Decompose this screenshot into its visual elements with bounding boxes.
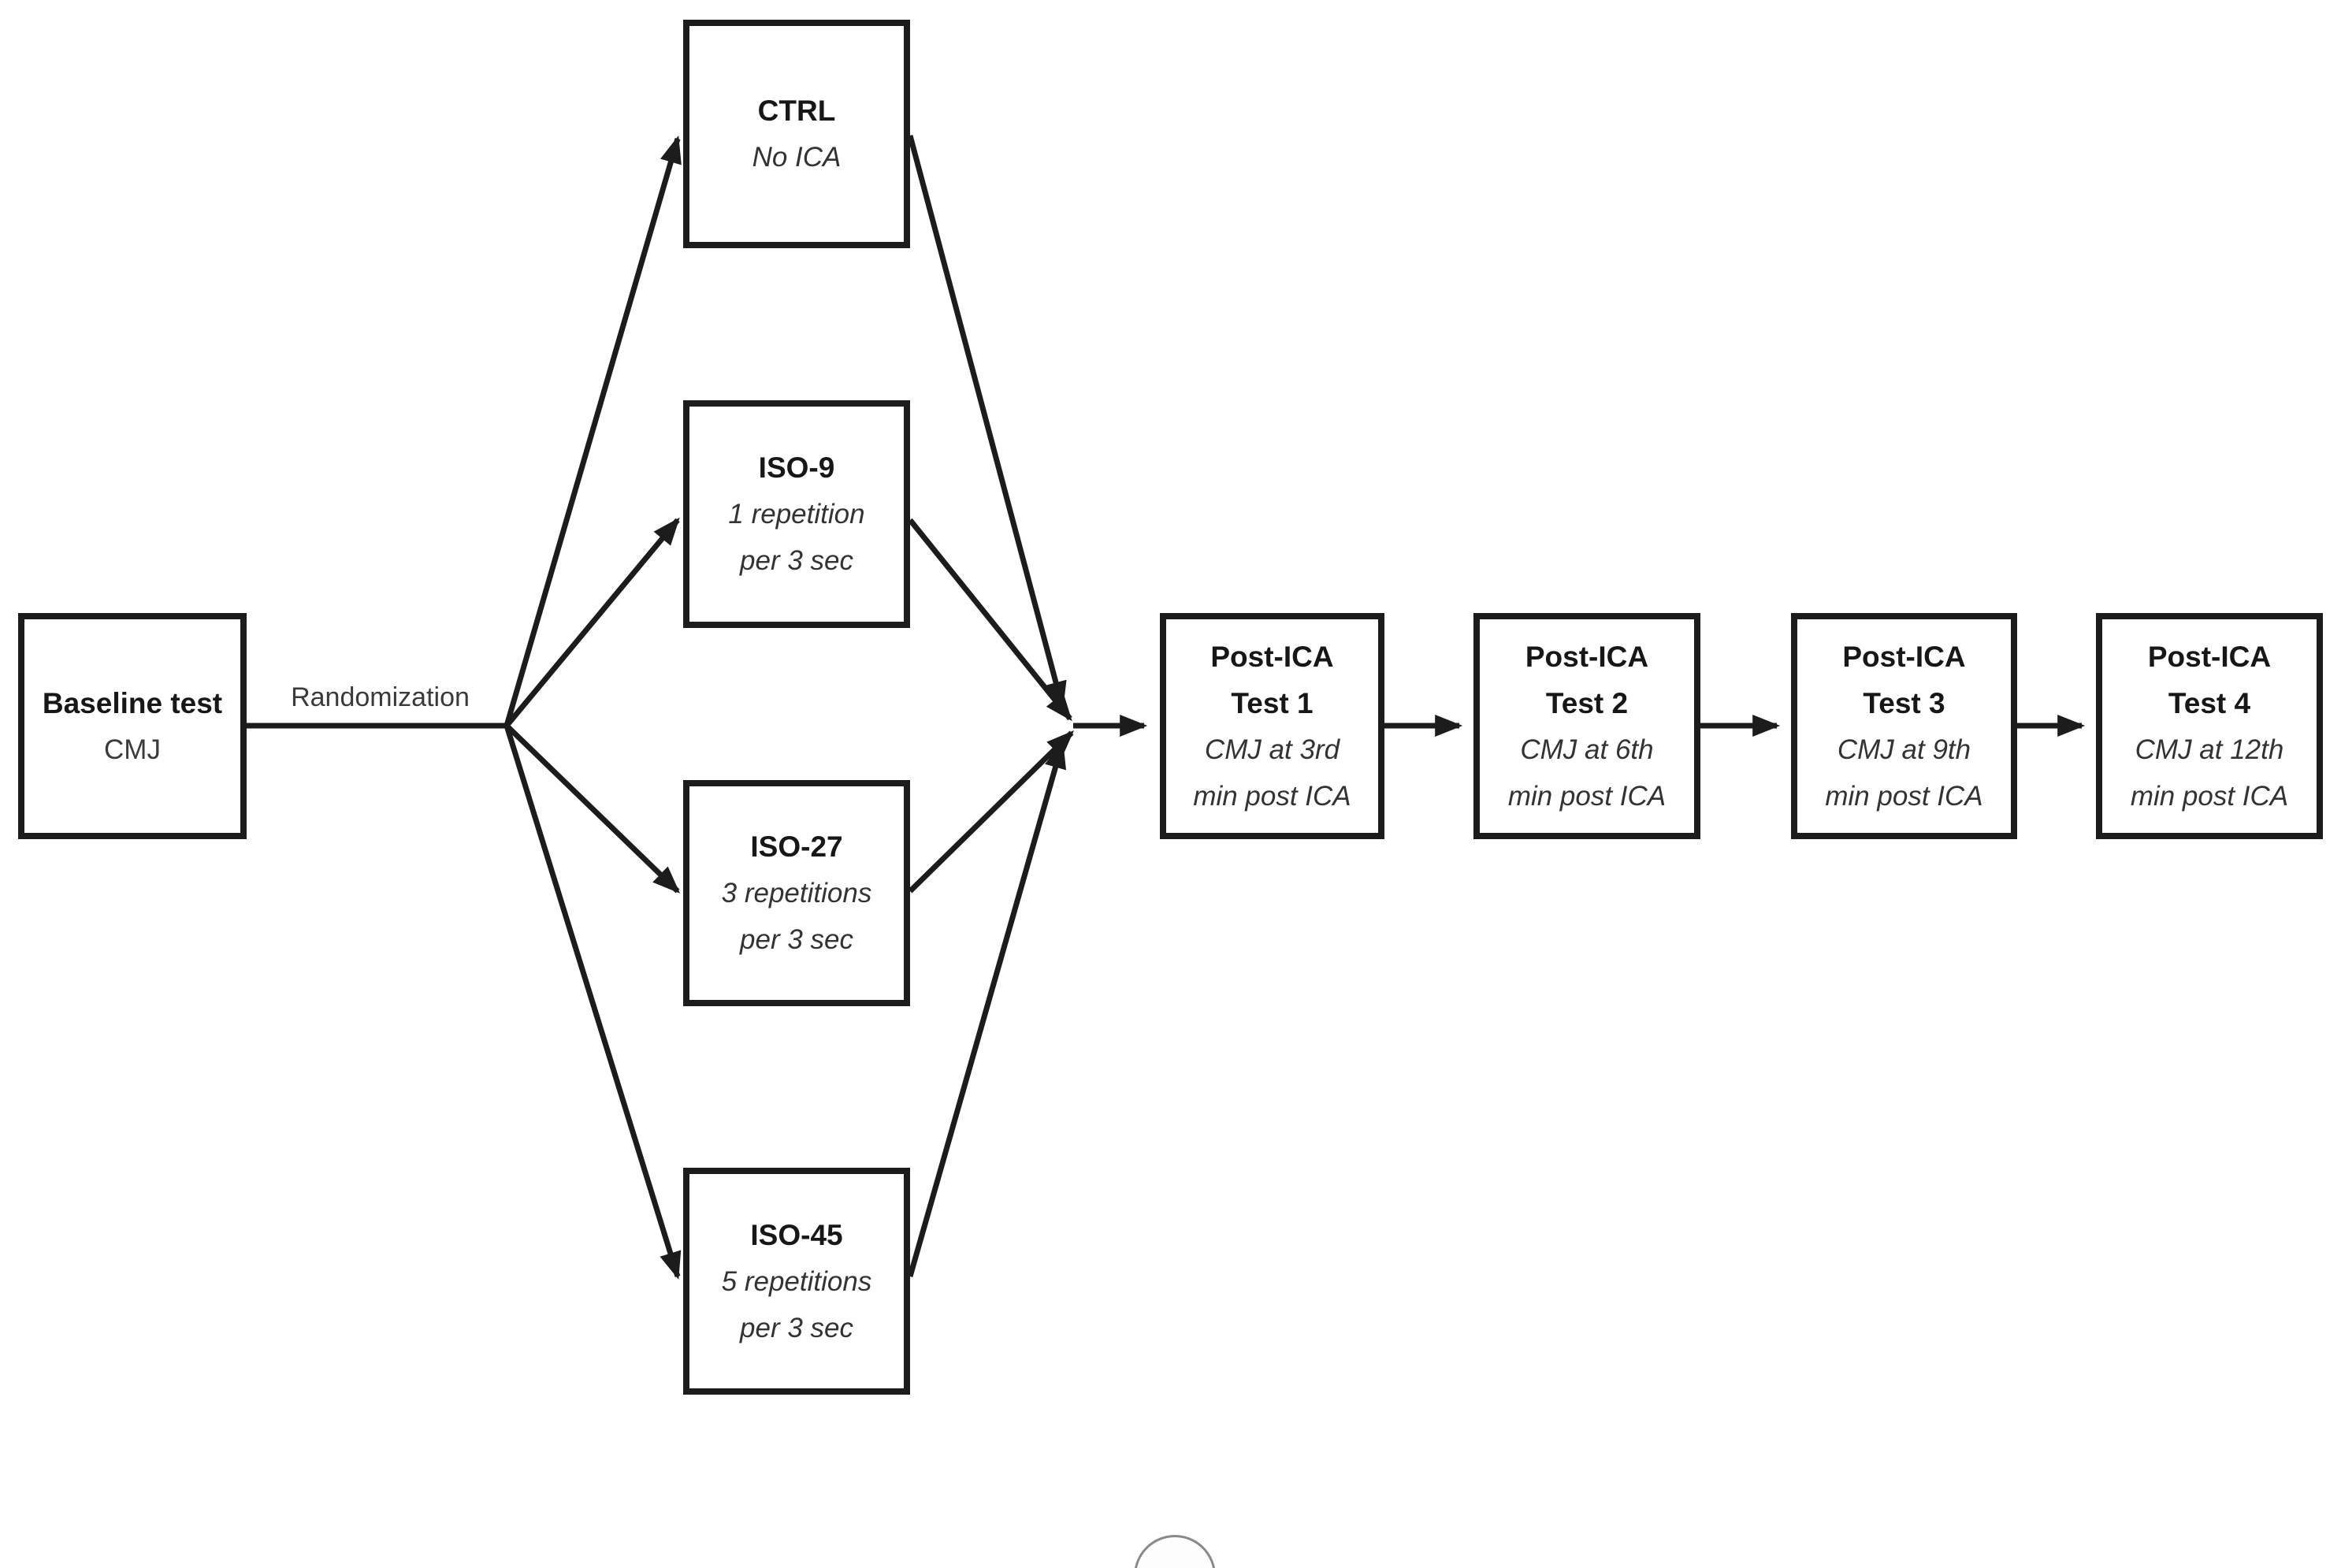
node-baseline-test: Baseline test CMJ (18, 613, 247, 839)
node-post-ica-test-2: Post-ICA Test 2 CMJ at 6th min post ICA (1473, 613, 1700, 839)
arrow-fan-to-iso27 (504, 723, 681, 894)
node-iso-27: ISO-27 3 repetitions per 3 sec (683, 780, 910, 1006)
node-subtitle-line1: CMJ at 12th (2135, 734, 2284, 765)
node-subtitle-line2: per 3 sec (740, 545, 853, 576)
node-post-ica-test-3: Post-ICA Test 3 CMJ at 9th min post ICA (1791, 613, 2017, 839)
node-post-ica-test-1: Post-ICA Test 1 CMJ at 3rd min post ICA (1160, 613, 1384, 839)
node-title: ISO-45 (750, 1218, 843, 1251)
node-title-line1: Post-ICA (1525, 640, 1649, 673)
node-title-line2: Test 1 (1231, 686, 1314, 719)
node-ctrl: CTRL No ICA (683, 20, 910, 248)
node-subtitle-line1: CMJ at 9th (1837, 734, 1971, 765)
node-subtitle: CMJ (104, 734, 161, 765)
node-title-line1: Post-ICA (2147, 640, 2272, 673)
node-title: Baseline test (42, 686, 223, 719)
node-title: CTRL (757, 95, 836, 127)
node-post-ica-test-4: Post-ICA Test 4 CMJ at 12th min post ICA (2096, 613, 2323, 839)
node-subtitle-line2: min post ICA (2130, 780, 2289, 812)
node-title-line2: Test 3 (1863, 686, 1945, 719)
randomization-label: Randomization (291, 682, 470, 712)
node-title-line1: Post-ICA (1210, 640, 1334, 673)
node-subtitle-line1: 3 repetitions (721, 878, 872, 908)
node-subtitle-line1: CMJ at 3rd (1204, 734, 1340, 765)
node-subtitle-line1: 5 repetitions (721, 1265, 872, 1297)
node-subtitle: No ICA (752, 142, 842, 173)
arrow-iso27-to-merge (908, 730, 1074, 894)
node-title-line1: Post-ICA (1842, 640, 1966, 673)
node-title-line2: Test 2 (1545, 686, 1629, 719)
node-subtitle-line1: CMJ at 6th (1520, 734, 1654, 765)
node-iso-9: ISO-9 1 repetition per 3 sec (683, 400, 910, 628)
arrow-iso45-to-merge (907, 740, 1067, 1277)
node-subtitle-line2: min post ICA (1825, 780, 1983, 812)
arrow-ctrl-to-merge (907, 135, 1067, 710)
node-iso-45: ISO-45 5 repetitions per 3 sec (683, 1168, 910, 1395)
arrow-fan-to-ctrl (504, 135, 682, 726)
node-title: ISO-9 (758, 451, 835, 484)
node-subtitle-line2: min post ICA (1193, 780, 1351, 812)
arrow-iso9-to-merge (908, 518, 1072, 722)
node-subtitle-line2: per 3 sec (740, 924, 853, 955)
node-subtitle-line2: per 3 sec (740, 1312, 853, 1343)
node-subtitle-line2: min post ICA (1507, 780, 1667, 812)
arrow-fan-to-iso45 (504, 724, 682, 1280)
node-title: ISO-27 (750, 830, 843, 863)
arrow-fan-to-iso9 (504, 517, 680, 728)
node-subtitle-line1: 1 repetition (728, 499, 865, 529)
node-title-line2: Test 4 (2168, 686, 2251, 719)
